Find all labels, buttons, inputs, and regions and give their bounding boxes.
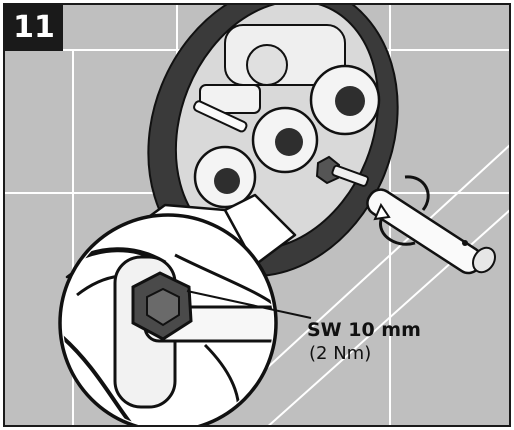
torque-label: (2 Nm) bbox=[309, 343, 372, 364]
detail-magnifier bbox=[58, 213, 278, 425]
tool-spec-label: SW 10 mm (2 Nm) bbox=[307, 318, 457, 366]
wrench-size-label: SW 10 mm bbox=[307, 319, 421, 341]
rotation-arrow-icon bbox=[373, 175, 430, 246]
instruction-panel: 11 SW 10 mm (2 Nm) bbox=[3, 3, 511, 427]
cartridge-icon bbox=[193, 44, 381, 209]
pin-tool-icon bbox=[366, 188, 496, 275]
hex-nut-icon bbox=[315, 155, 369, 187]
installation-illustration bbox=[5, 5, 509, 425]
callout-line bbox=[186, 290, 312, 319]
guide-pin bbox=[193, 100, 248, 133]
step-number-badge: 11 bbox=[5, 5, 63, 51]
